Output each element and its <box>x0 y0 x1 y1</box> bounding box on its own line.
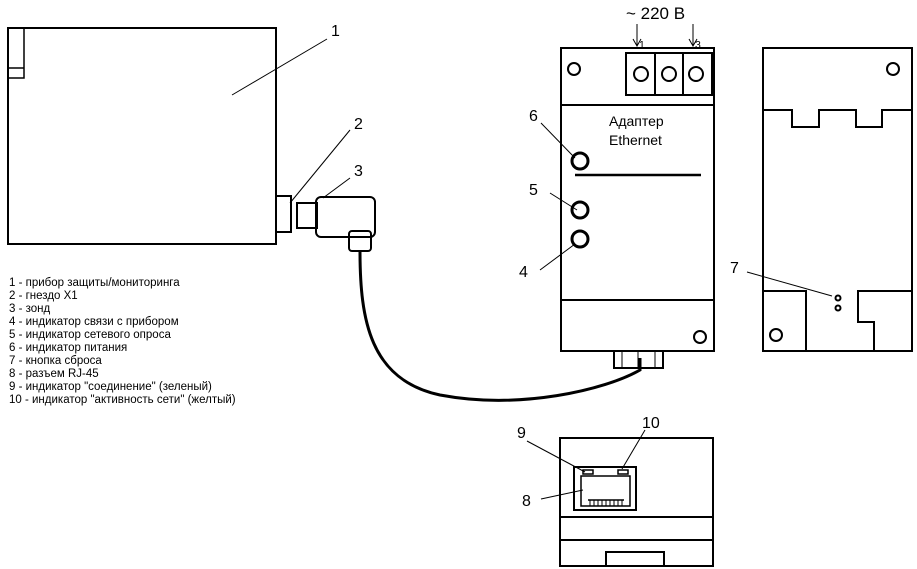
callout-9: 9 <box>517 425 526 442</box>
callout-4: 4 <box>519 264 528 281</box>
callout-2: 2 <box>354 116 363 133</box>
callout-5: 5 <box>529 182 538 199</box>
callout-10: 10 <box>642 415 660 432</box>
network-poll-indicator <box>570 200 590 220</box>
adapter-back <box>762 47 913 352</box>
power-indicator <box>570 151 590 171</box>
legend-item: 4 - индикатор связи с прибором <box>9 316 179 328</box>
adapter-bottom <box>559 437 714 567</box>
legend-item: 6 - индикатор питания <box>9 342 128 354</box>
legend-item: 9 - индикатор "соединение" (зеленый) <box>9 381 212 393</box>
activity-indicator <box>617 469 629 475</box>
legend-item: 3 - зонд <box>9 303 51 315</box>
monitoring-device <box>7 27 277 245</box>
device-link-indicator <box>570 229 590 249</box>
voltage-label: ~ 220 В <box>626 4 685 23</box>
link-indicator <box>582 469 594 475</box>
legend-item: 7 - кнопка сброса <box>9 355 102 367</box>
callout-8: 8 <box>522 493 531 510</box>
reset-button <box>834 294 842 302</box>
legend-item: 10 - индикатор "активность сети" (желтый… <box>9 394 236 406</box>
callout-7: 7 <box>730 260 739 277</box>
legend: 1 - прибор защиты/мониторинга 2 - гнездо… <box>9 277 236 407</box>
legend-item: 8 - разъем RJ-45 <box>9 368 99 380</box>
cable <box>358 250 642 402</box>
callout-3: 3 <box>354 163 363 180</box>
rj45-connector <box>573 466 637 511</box>
socket-x1 <box>275 195 292 233</box>
legend-item: 2 - гнездо X1 <box>9 290 78 302</box>
probe <box>296 196 376 252</box>
legend-item: 1 - прибор защиты/мониторинга <box>9 277 180 289</box>
adapter-title-line2: Ethernet <box>609 132 662 148</box>
adapter-front <box>560 47 715 369</box>
adapter-title-line1: Адаптер <box>609 113 664 129</box>
callout-1: 1 <box>331 23 340 40</box>
leader-lines <box>231 24 833 500</box>
terminal-label-1: 1 <box>639 39 645 51</box>
callout-6: 6 <box>529 108 538 125</box>
legend-item: 5 - индикатор сетевого опроса <box>9 329 171 341</box>
terminal-label-3: 3 <box>695 39 701 51</box>
